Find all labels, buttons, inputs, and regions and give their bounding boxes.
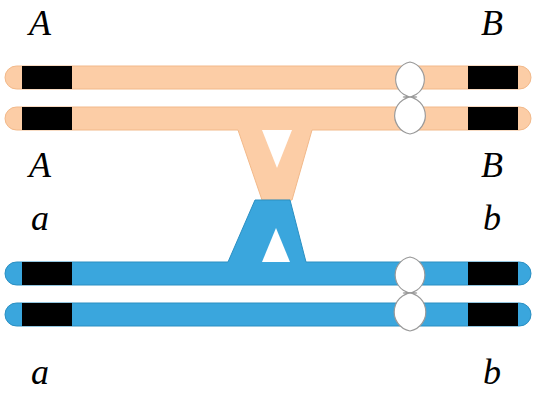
gene-label: B <box>481 5 503 41</box>
gene-label: B <box>481 147 503 183</box>
paternal-chromatids <box>5 200 531 326</box>
gene-label: A <box>29 147 51 183</box>
gene-band <box>22 107 72 130</box>
chromatid-crossover <box>5 107 531 200</box>
chromatid <box>5 66 531 89</box>
gene-band <box>468 262 518 285</box>
gene-label: a <box>31 354 49 390</box>
gene-label: a <box>31 200 49 236</box>
gene-bands <box>22 66 518 326</box>
gene-band <box>468 66 518 89</box>
gene-band <box>468 107 518 130</box>
centromeres <box>394 62 426 331</box>
centromere <box>394 257 426 331</box>
chromatid-crossover <box>5 200 531 285</box>
maternal-chromatids <box>5 66 531 200</box>
centromere <box>395 62 426 134</box>
gene-label: b <box>483 354 501 390</box>
gene-band <box>22 303 72 326</box>
gene-band <box>22 262 72 285</box>
gene-band <box>22 66 72 89</box>
gene-label: b <box>483 200 501 236</box>
gene-label: A <box>29 5 51 41</box>
chromatid <box>5 303 531 326</box>
notch <box>262 228 290 262</box>
notch <box>262 130 292 168</box>
gene-band <box>468 303 518 326</box>
